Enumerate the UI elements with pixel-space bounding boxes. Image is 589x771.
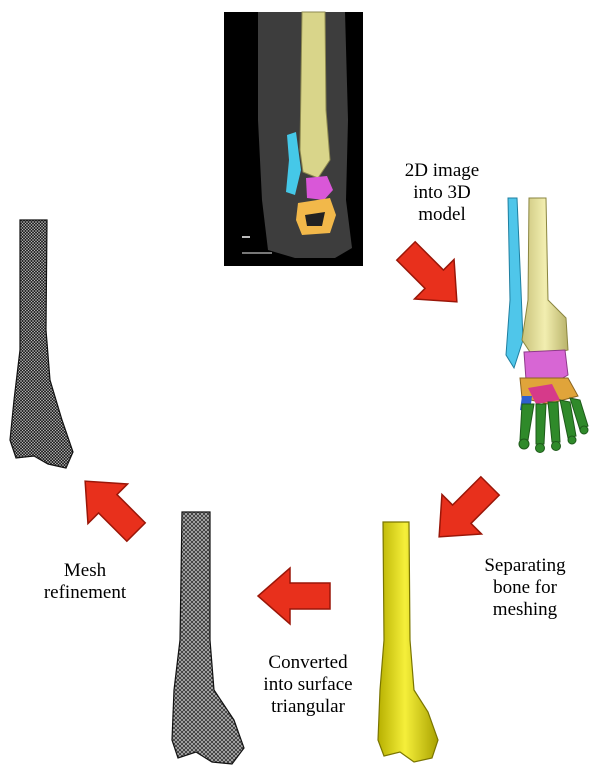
ct-scan-image — [224, 12, 363, 266]
triangulated-tibia-mesh — [172, 512, 244, 764]
toes-3d — [519, 398, 588, 453]
arrow-down-right — [386, 231, 477, 322]
fibula-3d — [506, 198, 523, 368]
tibia-scan — [300, 12, 330, 178]
arrow-down-left — [419, 466, 510, 557]
step-label-mesh-refinement: Mesh refinement — [30, 560, 140, 604]
yellow-tibia-model — [378, 522, 438, 762]
step-label-2d-to-3d: 2D image into 3D model — [387, 160, 497, 226]
step-label-separating-bone: Separating bone for meshing — [466, 555, 584, 621]
refined-tibia-mesh — [10, 220, 73, 468]
tibia-3d — [522, 198, 568, 358]
arrow-up-left — [65, 461, 156, 552]
arrow-left — [258, 568, 330, 624]
3d-foot-model — [506, 198, 588, 453]
step-label-surface-triangular: Converted into surface triangular — [246, 652, 370, 718]
